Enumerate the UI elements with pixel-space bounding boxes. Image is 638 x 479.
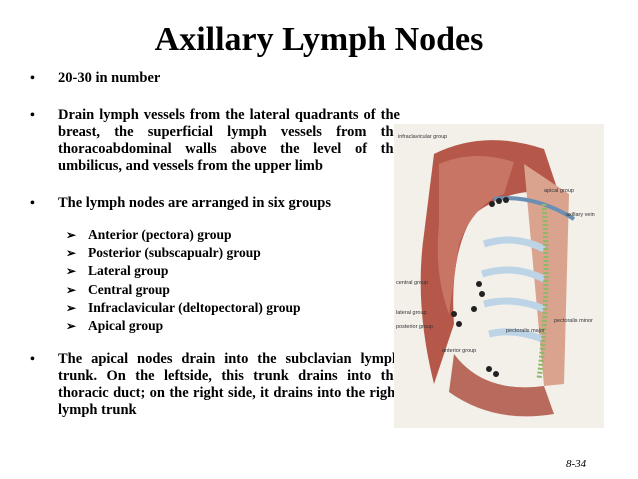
label-axillary-vein: axillary vein bbox=[566, 212, 595, 218]
group-item: ➢Apical group bbox=[66, 317, 400, 335]
arrow-bullet-icon: ➢ bbox=[66, 264, 77, 279]
bullet-text: 20-30 in number bbox=[58, 70, 161, 86]
arrow-bullet-icon: ➢ bbox=[66, 319, 77, 334]
bullet-text: The lymph nodes are arranged in six grou… bbox=[58, 195, 331, 211]
bullet-dot-icon: • bbox=[30, 196, 35, 211]
slide-content: • 20-30 in number • Drain lymph vessels … bbox=[30, 70, 400, 419]
label-pectoralis-major: pectoralis major bbox=[506, 328, 545, 334]
label-central: central group bbox=[396, 280, 428, 286]
anatomy-drawing: infraclavicular group apical group axill… bbox=[394, 124, 604, 428]
label-pectoralis-minor: pectoralis minor bbox=[554, 318, 593, 324]
arrow-bullet-icon: ➢ bbox=[66, 228, 77, 242]
label-lateral: lateral group bbox=[396, 310, 427, 316]
arrow-bullet-icon: ➢ bbox=[66, 282, 77, 297]
bullet-text: Drain lymph vessels from the lateral qua… bbox=[58, 107, 400, 174]
page-number: 8-34 bbox=[566, 458, 587, 470]
label-posterior: posterior group bbox=[396, 324, 433, 330]
group-item: ➢Lateral group bbox=[66, 262, 400, 280]
group-item: ➢Central group bbox=[66, 281, 400, 299]
group-item: ➢Infraclavicular (deltopectoral) group bbox=[66, 299, 400, 317]
bullet-item: • The lymph nodes are arranged in six gr… bbox=[30, 195, 400, 212]
arrow-bullet-icon: ➢ bbox=[66, 300, 77, 315]
bullet-item: • Drain lymph vessels from the lateral q… bbox=[30, 107, 400, 175]
group-item: ➢Anterior (pectora) group bbox=[66, 226, 400, 244]
label-anterior: anterior group bbox=[442, 348, 476, 354]
bullet-dot-icon: • bbox=[30, 71, 35, 86]
bullet-text: The apical nodes drain into the subclavi… bbox=[58, 351, 400, 419]
bullet-dot-icon: • bbox=[30, 108, 35, 123]
groups-list: ➢Anterior (pectora) group ➢Posterior (su… bbox=[66, 226, 400, 335]
slide-title: Axillary Lymph Nodes bbox=[154, 21, 484, 58]
label-apical: apical group bbox=[544, 188, 574, 194]
bullet-dot-icon: • bbox=[30, 352, 35, 368]
group-item: ➢Posterior (subscapualr) group bbox=[66, 244, 400, 262]
bullet-item: • 20-30 in number bbox=[30, 70, 400, 87]
label-infraclavicular: infraclavicular group bbox=[398, 134, 447, 140]
axilla-anatomy-illustration: infraclavicular group apical group axill… bbox=[394, 124, 604, 428]
arrow-bullet-icon: ➢ bbox=[66, 246, 77, 261]
bullet-item: • The apical nodes drain into the subcla… bbox=[30, 351, 400, 419]
